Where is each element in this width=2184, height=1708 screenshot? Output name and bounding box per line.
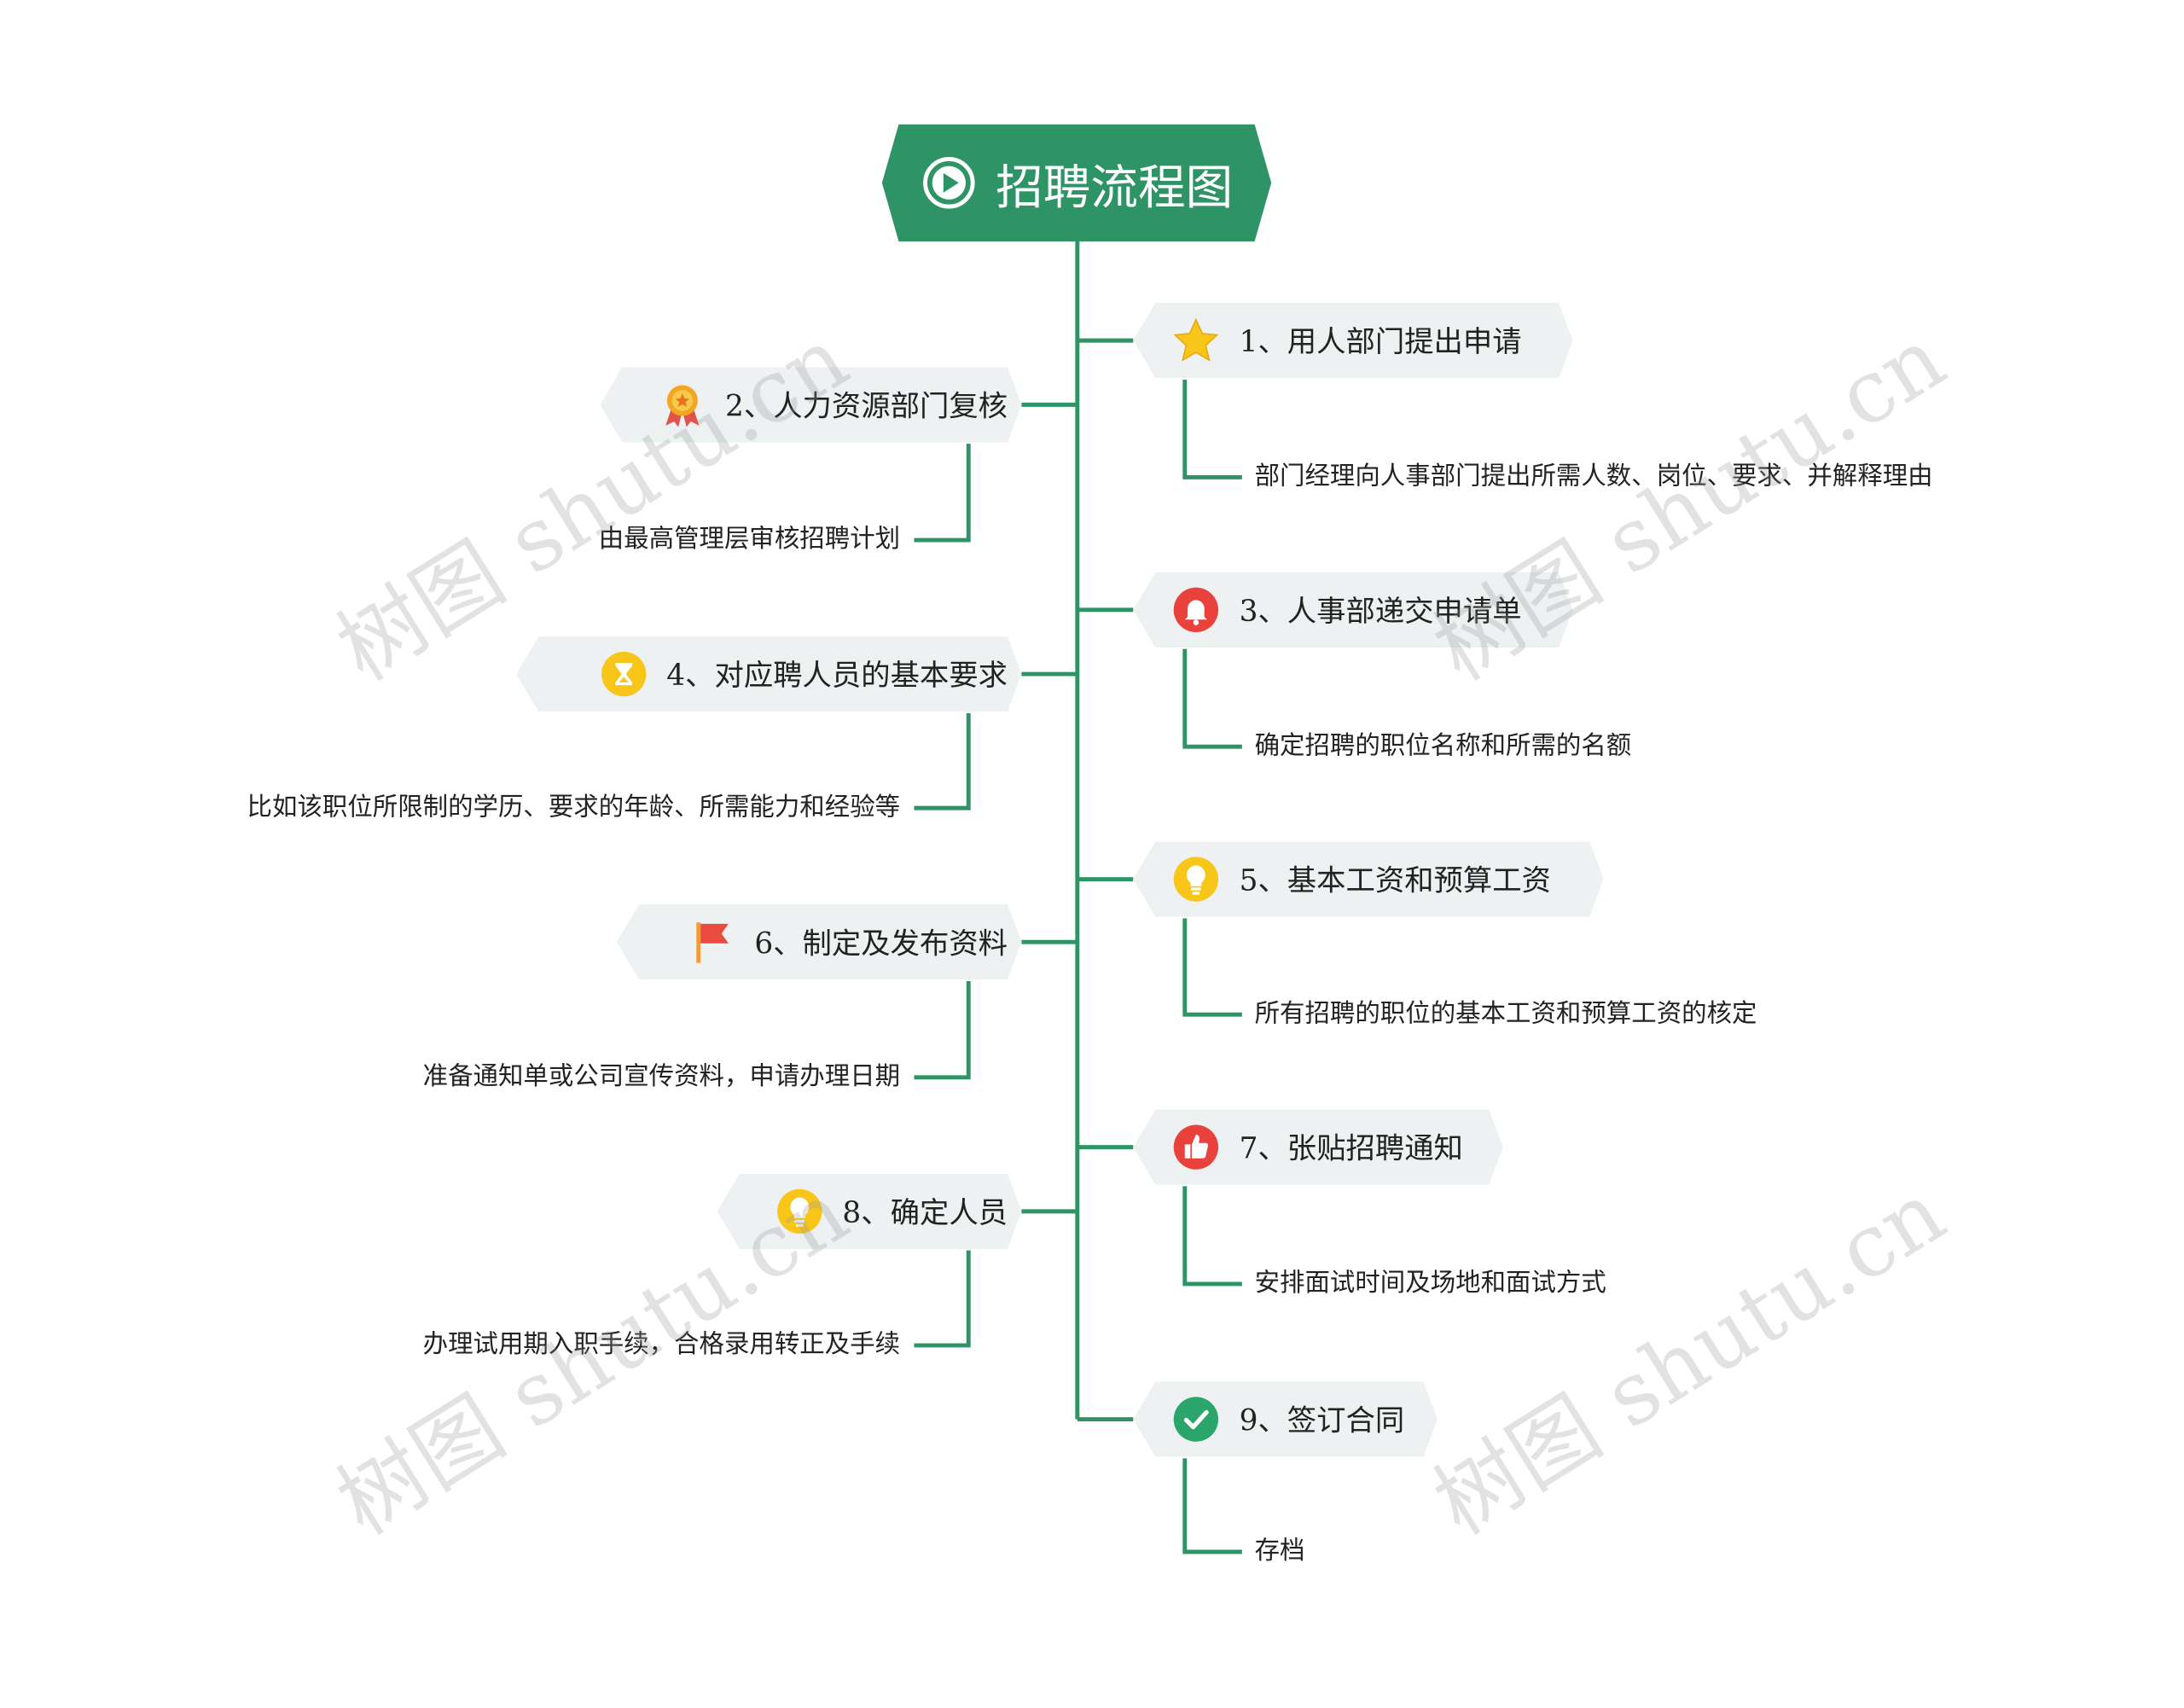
lightbulb-icon bbox=[775, 1188, 823, 1235]
hourglass-icon bbox=[600, 650, 648, 698]
step-node-7[interactable]: 7、张贴招聘通知 bbox=[1133, 1109, 1502, 1184]
step-label: 5、基本工资和预算工资 bbox=[1239, 863, 1551, 898]
step-label: 1、用人部门提出申请 bbox=[1239, 325, 1522, 359]
step-node-9[interactable]: 9、签订合同 bbox=[1133, 1381, 1438, 1456]
detail-line-5 bbox=[1182, 918, 1242, 1017]
bell-icon bbox=[1172, 586, 1220, 634]
detail-line-2 bbox=[914, 444, 971, 543]
step-detail-1: 部门经理向人事部门提出所需人数、岗位、要求、并解释理由 bbox=[1254, 462, 1933, 491]
step-node-8[interactable]: 8、确定人员 bbox=[717, 1174, 1022, 1249]
step-node-5[interactable]: 5、基本工资和预算工资 bbox=[1133, 841, 1603, 916]
step-label: 7、张贴招聘通知 bbox=[1239, 1131, 1463, 1165]
thumbs-up-icon bbox=[1172, 1124, 1220, 1171]
step-detail-8: 办理试用期入职手续，合格录用转正及手续 bbox=[422, 1329, 901, 1360]
step-label: 9、签订合同 bbox=[1239, 1403, 1405, 1438]
step-label: 4、对应聘人员的基本要求 bbox=[666, 659, 1008, 693]
step-detail-3: 确定招聘的职位名称和所需的名额 bbox=[1254, 731, 1632, 761]
step-detail-5: 所有招聘的职位的基本工资和预算工资的核定 bbox=[1254, 999, 1757, 1029]
lightbulb-icon bbox=[1172, 856, 1220, 903]
step-node-3[interactable]: 3、人事部递交申请单 bbox=[1133, 572, 1572, 648]
step-label: 8、确定人员 bbox=[842, 1195, 1008, 1230]
check-circle-icon bbox=[1172, 1396, 1220, 1444]
step-label: 2、人力资源部门复核 bbox=[725, 389, 1008, 423]
step-node-6[interactable]: 6、制定及发布资料 bbox=[617, 904, 1021, 979]
step-node-4[interactable]: 4、对应聘人员的基本要求 bbox=[516, 636, 1021, 712]
detail-line-7 bbox=[1182, 1186, 1242, 1287]
step-detail-7: 安排面试时间及场地和面试方式 bbox=[1254, 1268, 1606, 1298]
play-circle-icon bbox=[921, 155, 976, 211]
detail-line-6 bbox=[914, 980, 971, 1080]
detail-line-1 bbox=[1182, 379, 1242, 479]
step-detail-6: 准备通知单或公司宣传资料，申请办理日期 bbox=[422, 1061, 901, 1092]
step-detail-4: 比如该职位所限制的学历、要求的年龄、所需能力和经验等 bbox=[247, 793, 901, 822]
step-label: 3、人事部递交申请单 bbox=[1239, 594, 1522, 629]
detail-line-9 bbox=[1182, 1458, 1242, 1554]
medal-icon bbox=[658, 381, 706, 429]
detail-line-8 bbox=[914, 1250, 971, 1348]
step-node-2[interactable]: 2、人力资源部门复核 bbox=[600, 367, 1021, 442]
detail-line-3 bbox=[1182, 648, 1242, 749]
step-label: 6、制定及发布资料 bbox=[754, 927, 1008, 961]
detail-line-4 bbox=[914, 712, 971, 810]
root-topic[interactable]: 招聘流程图 bbox=[882, 125, 1271, 241]
star-icon bbox=[1172, 317, 1220, 364]
step-detail-2: 由最高管理层审核招聘计划 bbox=[598, 525, 901, 555]
step-detail-9: 存档 bbox=[1254, 1537, 1305, 1566]
step-node-1[interactable]: 1、用人部门提出申请 bbox=[1133, 303, 1572, 378]
flag-icon bbox=[688, 918, 735, 966]
root-title: 招聘流程图 bbox=[996, 160, 1234, 216]
